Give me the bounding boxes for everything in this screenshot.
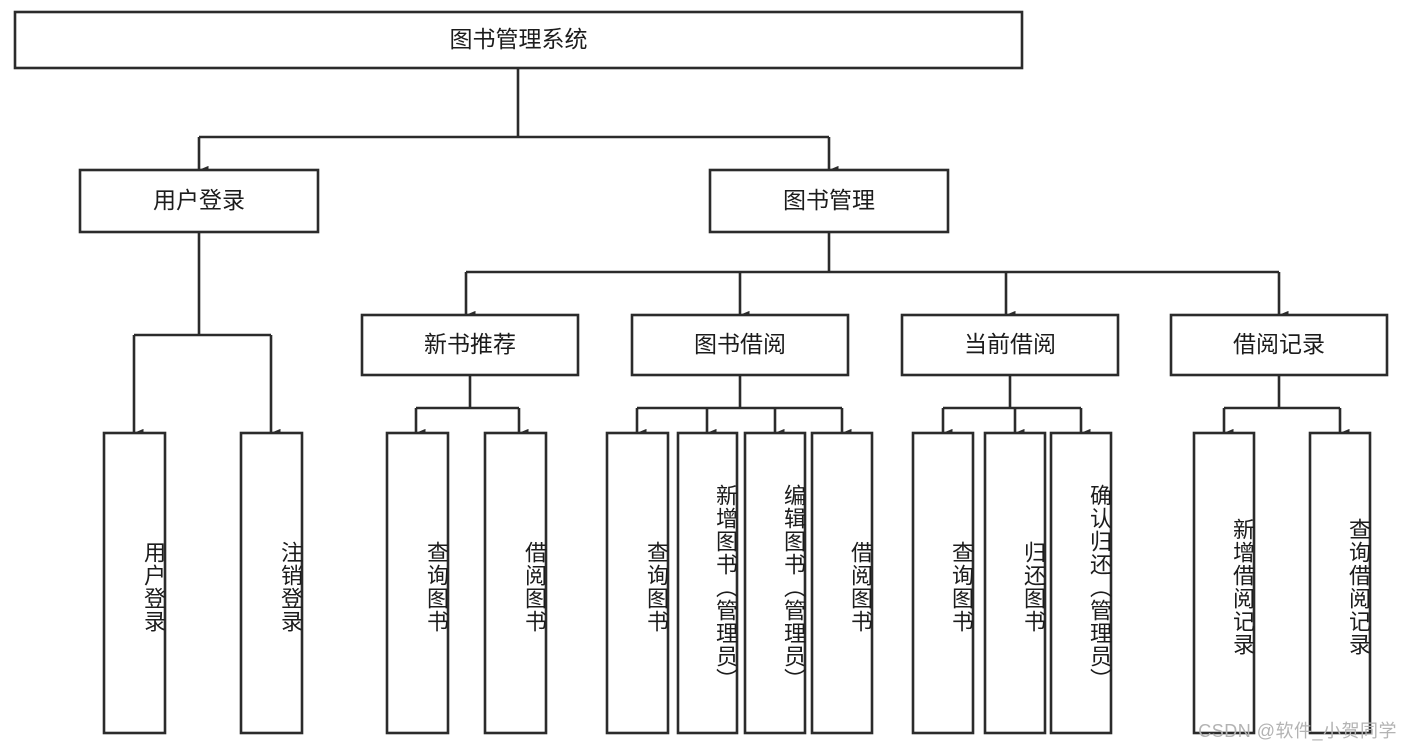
- node-leaf-borrow-book-rec[interactable]: [483, 431, 548, 735]
- node-box-book-manage: [708, 168, 950, 234]
- node-leaf-query-book-borrow[interactable]: [605, 431, 670, 735]
- node-box-leaf-query-borrow-record: [1308, 431, 1372, 735]
- node-box-leaf-logout: [239, 431, 304, 735]
- connector-layer: [132, 68, 1350, 438]
- node-label-current-borrow: 当前借阅: [964, 331, 1056, 357]
- node-box-leaf-query-book-borrow: [605, 431, 670, 735]
- node-box-leaf-query-book-current: [911, 431, 975, 735]
- node-leaf-query-book-current[interactable]: [911, 431, 975, 735]
- node-borrow-record[interactable]: 借阅记录: [1169, 313, 1389, 377]
- node-leaf-borrow-book[interactable]: [810, 431, 874, 735]
- node-leaf-query-borrow-record[interactable]: [1308, 431, 1372, 735]
- node-box-leaf-user-login: [102, 431, 167, 735]
- node-label-new-book-rec: 新书推荐: [424, 331, 516, 357]
- node-leaf-user-login[interactable]: [102, 431, 167, 735]
- node-label-root: 图书管理系统: [450, 26, 588, 52]
- node-box-leaf-edit-book-admin: [743, 431, 807, 735]
- node-box-current-borrow: [900, 313, 1120, 377]
- node-label-book-borrow: 图书借阅: [694, 331, 786, 357]
- node-leaf-edit-book-admin[interactable]: [743, 431, 807, 735]
- node-book-manage[interactable]: 图书管理: [708, 168, 950, 234]
- node-box-leaf-query-book-rec: [385, 431, 450, 735]
- node-root[interactable]: 图书管理系统: [13, 10, 1024, 70]
- node-leaf-return-book[interactable]: [983, 431, 1047, 735]
- node-leaf-add-book-admin[interactable]: [676, 431, 739, 735]
- watermark-text: CSDN @软件_小贺同学: [1198, 721, 1397, 741]
- node-new-book-rec[interactable]: 新书推荐: [360, 313, 580, 377]
- node-label-borrow-record: 借阅记录: [1233, 331, 1325, 357]
- node-label-book-manage: 图书管理: [783, 187, 875, 213]
- node-leaf-confirm-return-admin[interactable]: [1049, 431, 1113, 735]
- node-box-root: [13, 10, 1024, 70]
- node-box-borrow-record: [1169, 313, 1389, 377]
- node-leaf-query-book-rec[interactable]: [385, 431, 450, 735]
- node-box-leaf-add-borrow-record: [1192, 431, 1256, 735]
- node-box-leaf-borrow-book-rec: [483, 431, 548, 735]
- node-current-borrow[interactable]: 当前借阅: [900, 313, 1120, 377]
- node-leaf-logout[interactable]: [239, 431, 304, 735]
- node-user-login[interactable]: 用户登录: [78, 168, 320, 234]
- node-label-user-login: 用户登录: [153, 187, 245, 213]
- node-box-new-book-rec: [360, 313, 580, 377]
- node-leaf-add-borrow-record[interactable]: [1192, 431, 1256, 735]
- node-book-borrow[interactable]: 图书借阅: [630, 313, 850, 377]
- node-box-leaf-confirm-return-admin: [1049, 431, 1113, 735]
- node-box-leaf-add-book-admin: [676, 431, 739, 735]
- node-box-leaf-return-book: [983, 431, 1047, 735]
- node-box-book-borrow: [630, 313, 850, 377]
- node-box-leaf-borrow-book: [810, 431, 874, 735]
- node-box-user-login: [78, 168, 320, 234]
